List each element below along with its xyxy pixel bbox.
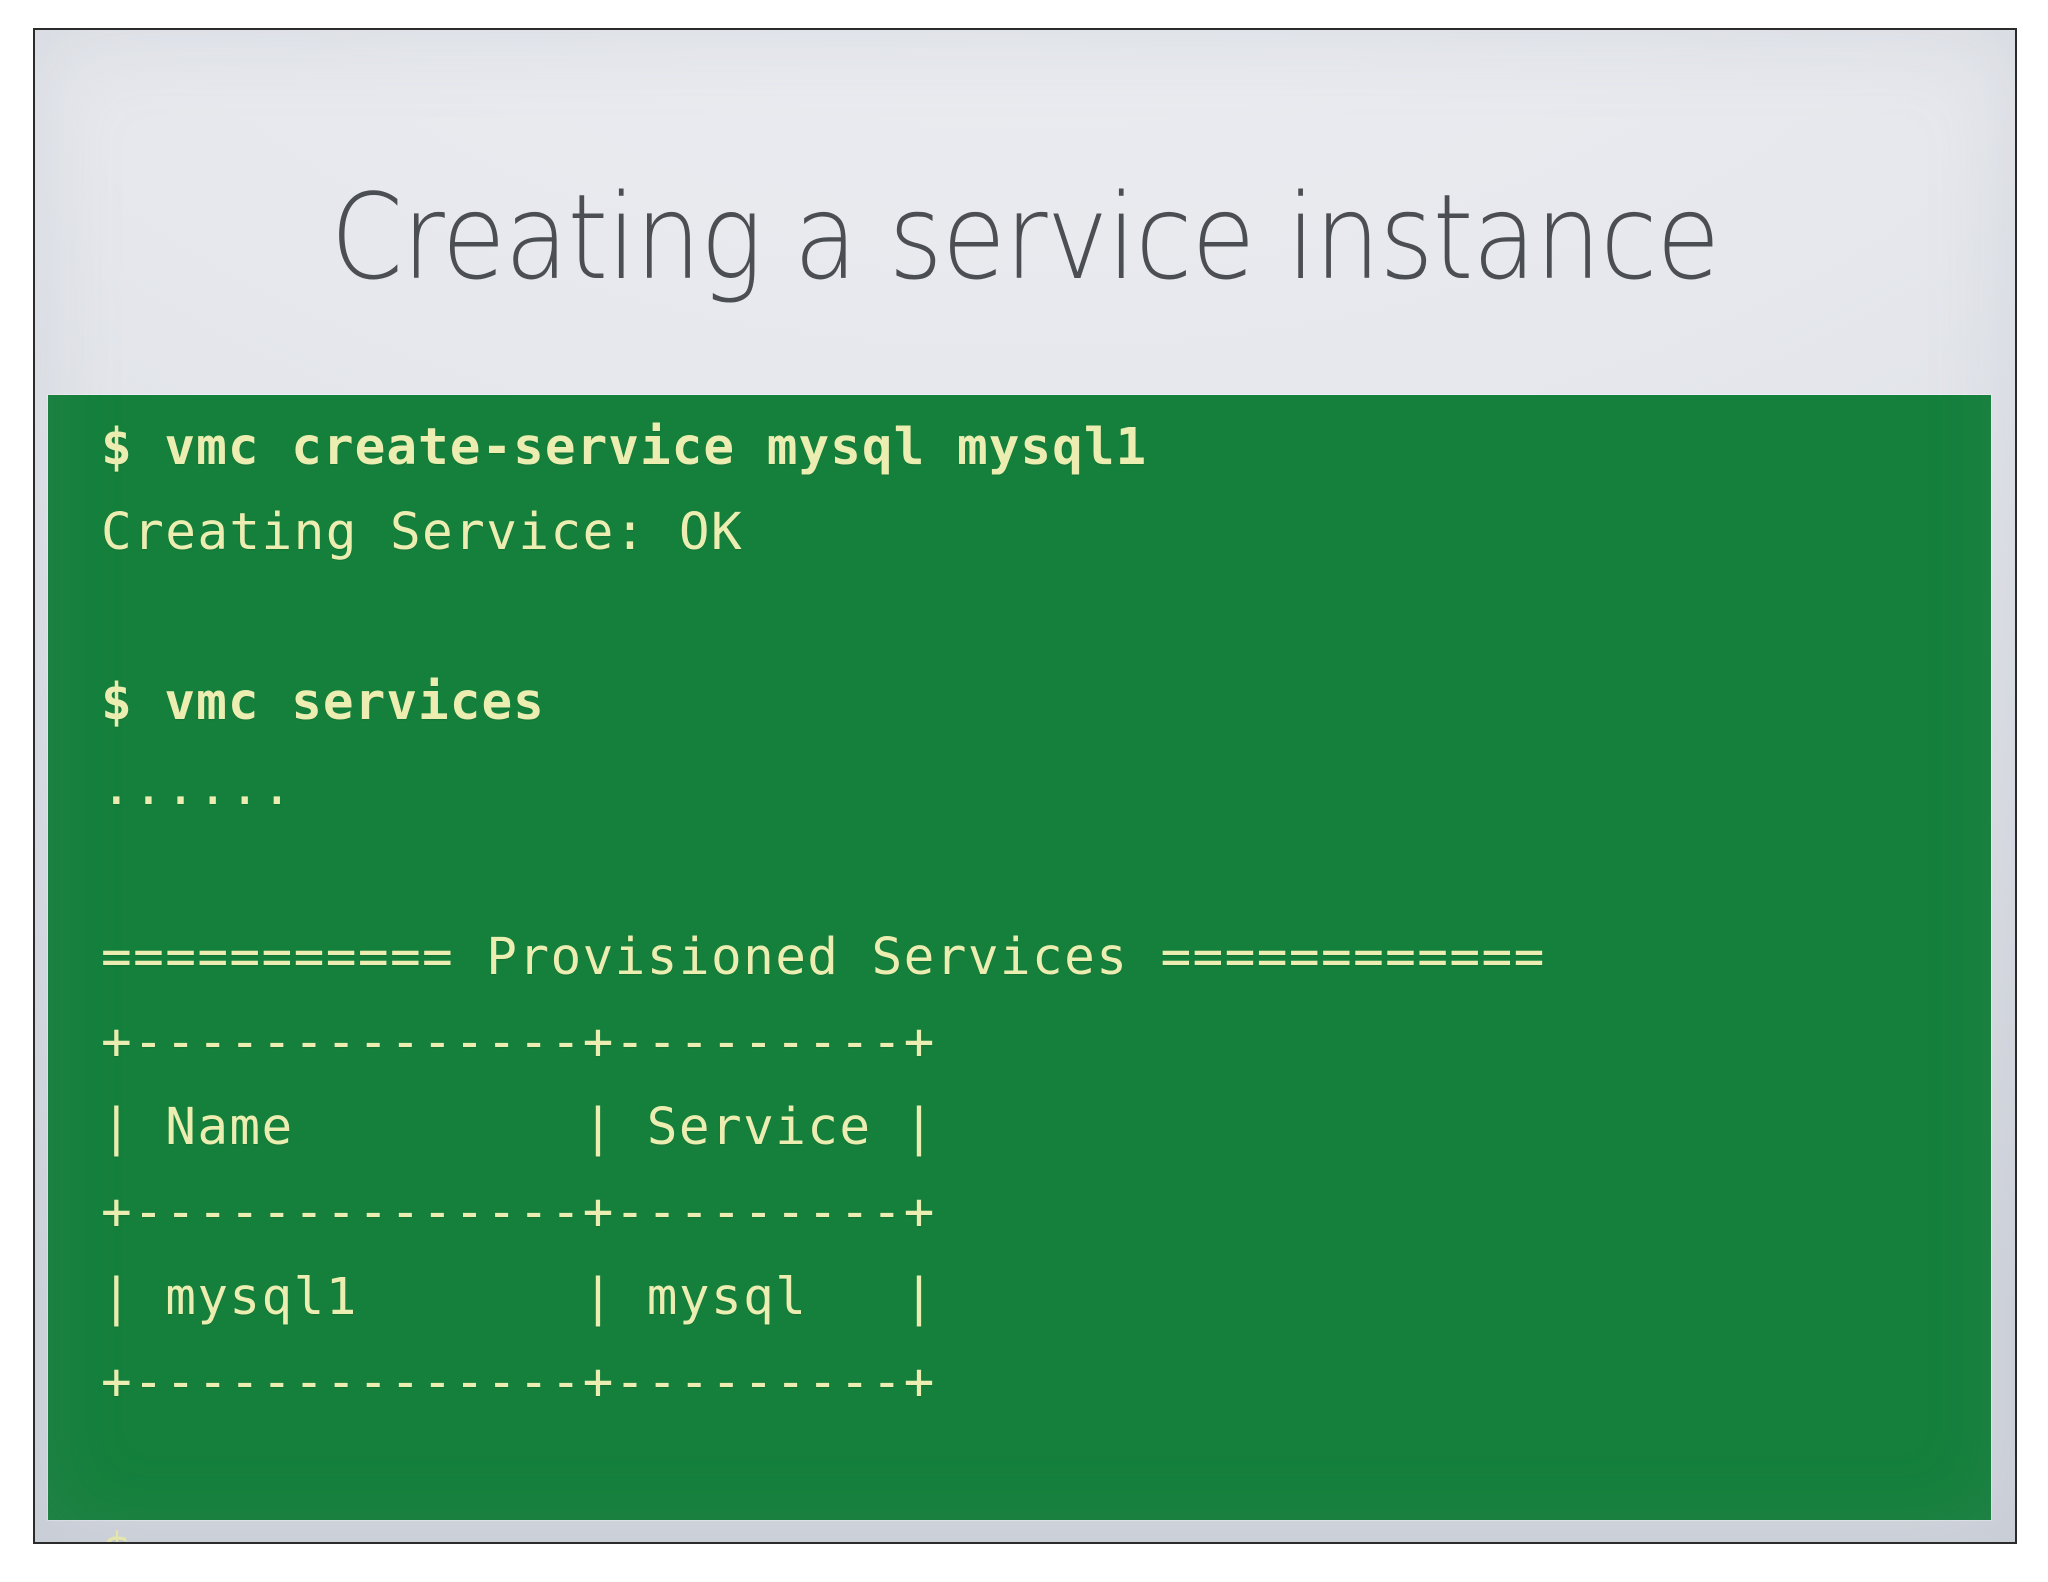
terminal-line: +--------------+---------+ [101,1353,936,1412]
terminal-line: Creating Service: OK [101,503,744,562]
terminal-line: ...... [101,758,294,817]
terminal-line: | mysql1 | mysql | [101,1268,936,1327]
terminal-line: +--------------+---------+ [101,1183,936,1242]
terminal-blank-line [101,1425,1981,1510]
terminal-line: +--------------+---------+ [101,1013,936,1072]
terminal-line: $ [101,1510,1981,1542]
terminal-line: | Name | Service | [101,1098,936,1157]
terminal-blank-line [101,830,1981,915]
slide: Creating a service instance $ vmc create… [33,28,2017,1544]
terminal-line: $ vmc create-service mysql mysql1 [101,418,1148,477]
page-title: Creating a service instance [330,168,1721,306]
terminal-blank-line [101,575,1981,660]
terminal-line: $ vmc services [101,673,545,732]
terminal-line: =========== Provisioned Services =======… [101,928,1546,987]
